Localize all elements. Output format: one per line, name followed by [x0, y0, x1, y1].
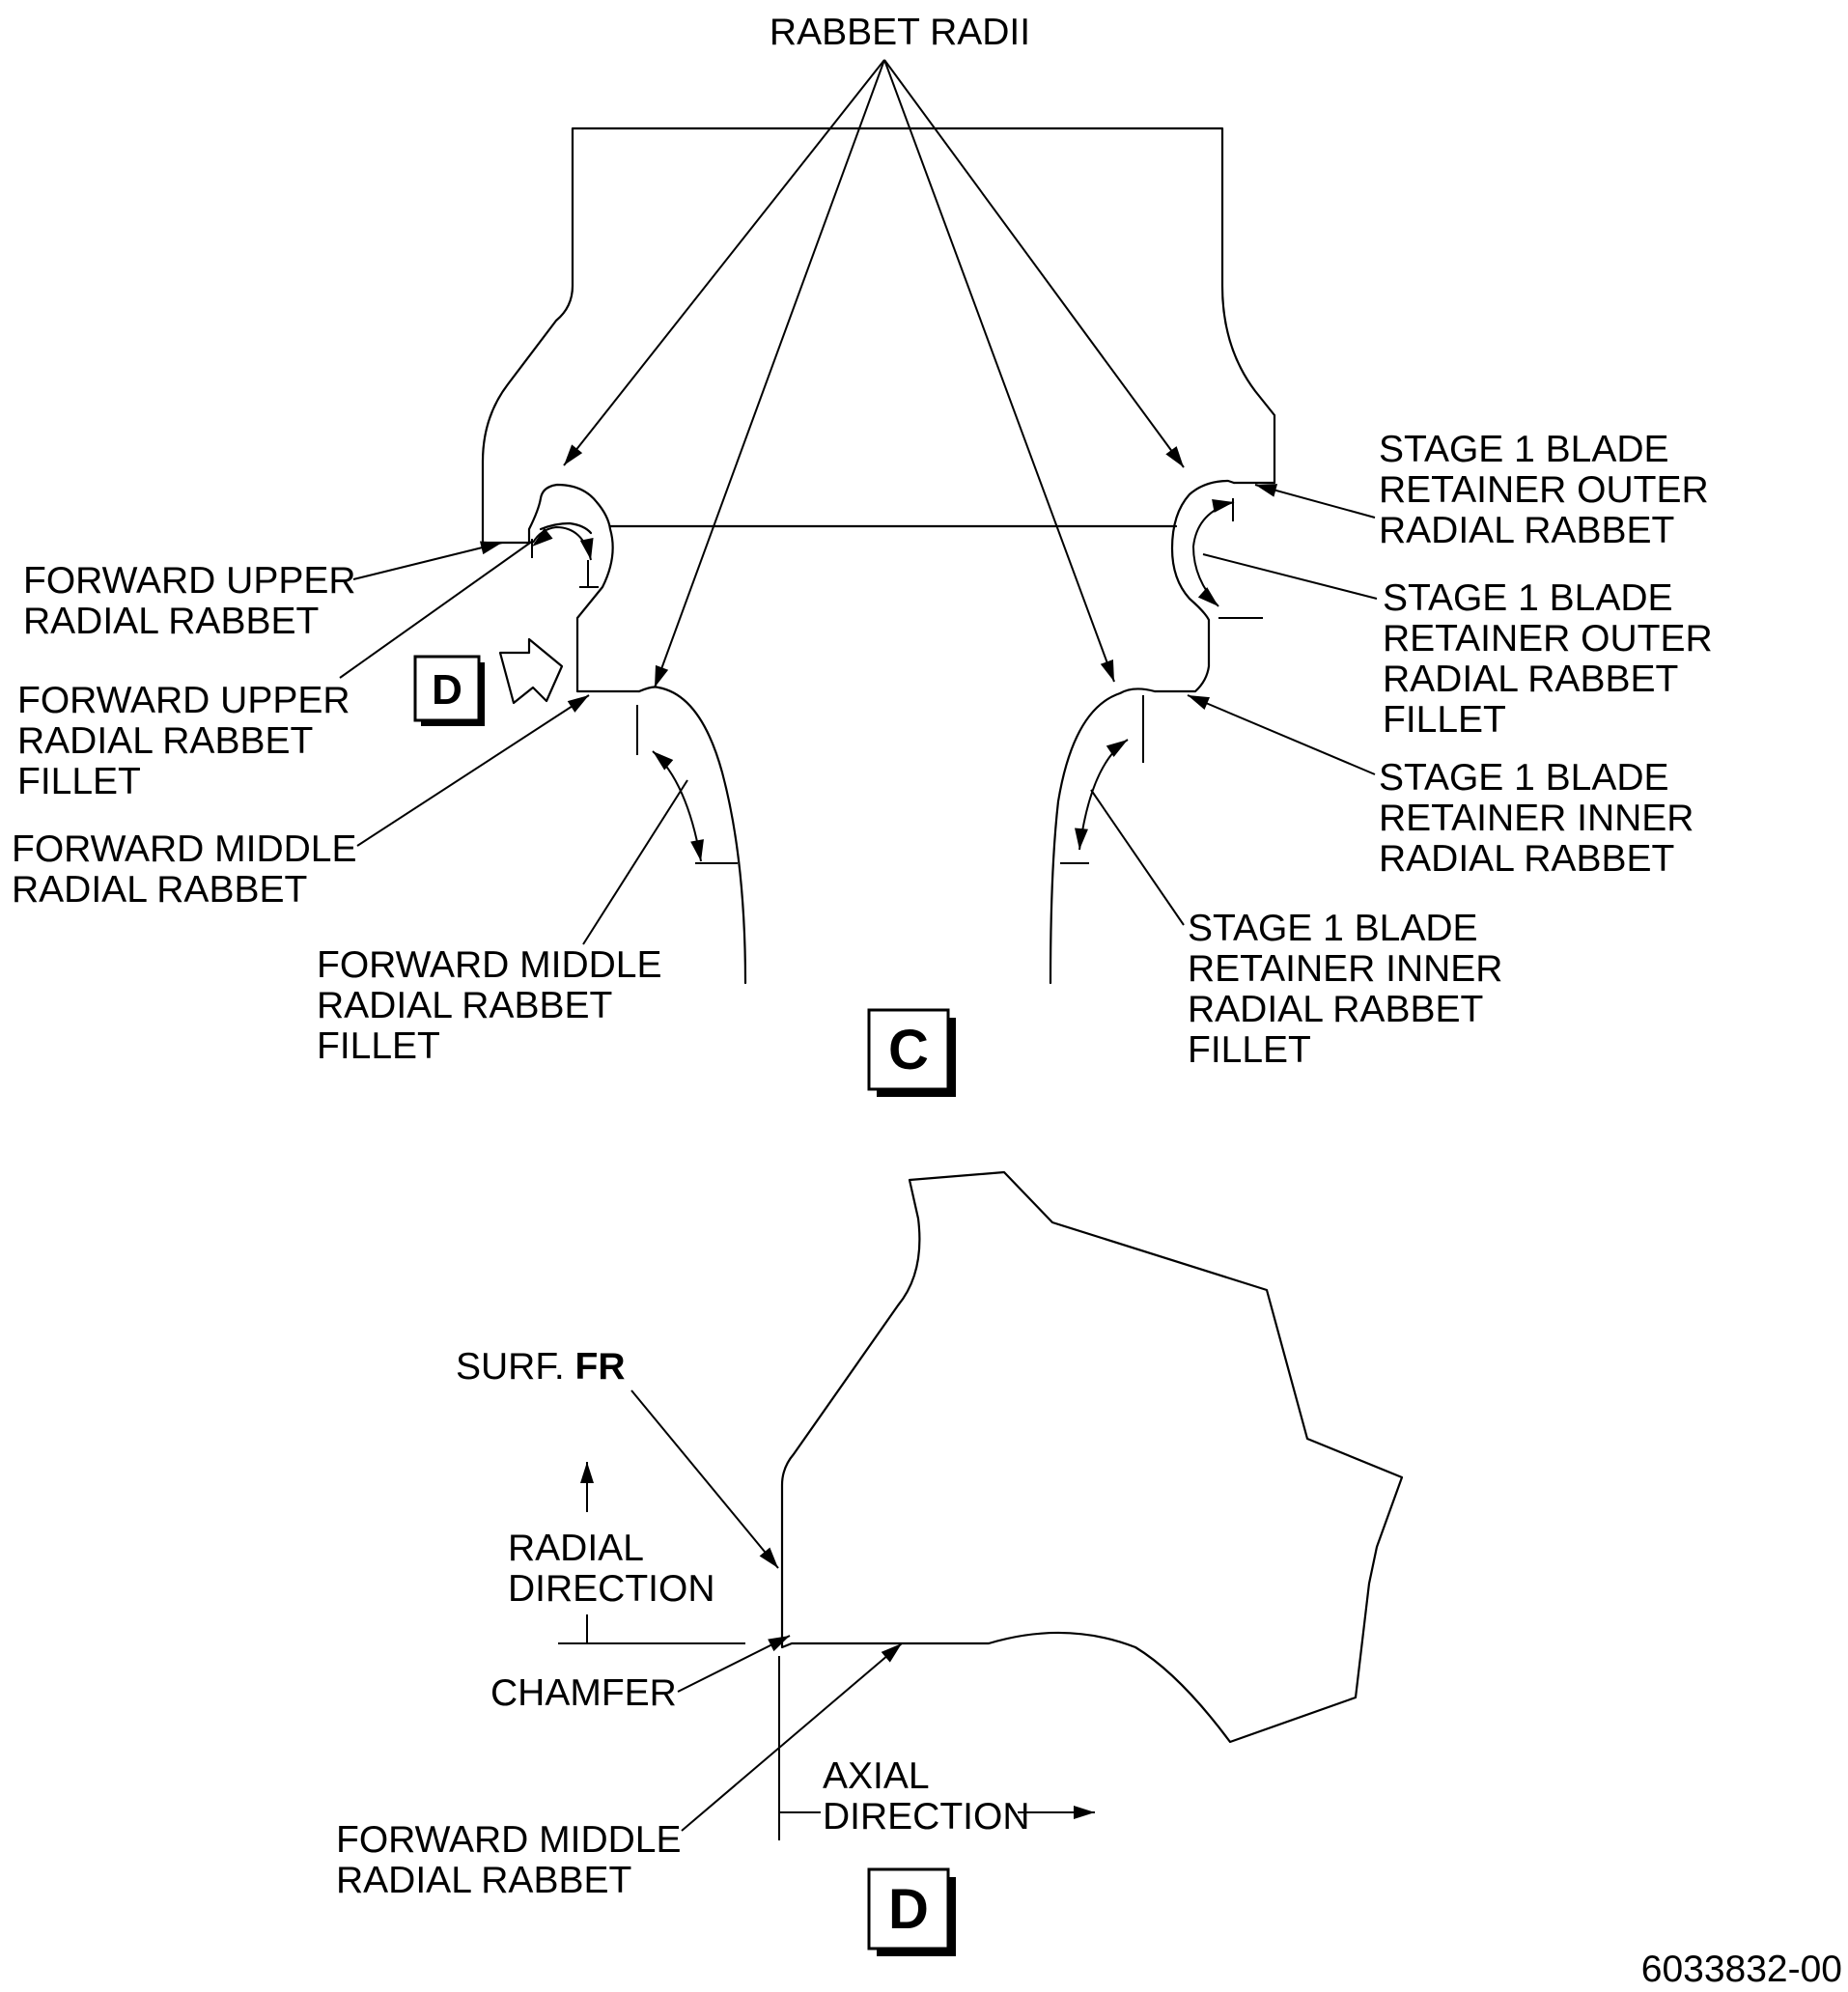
view-direction-arrow-icon: [498, 637, 564, 705]
arrowhead-icon: [1188, 695, 1210, 711]
arrowhead-icon: [759, 1547, 778, 1568]
arrowhead-icon: [479, 541, 502, 555]
figure-id: 6033832-00: [1641, 1949, 1842, 1990]
surf-fr-label: SURF. FR: [456, 1346, 626, 1388]
s1-inner-rabbet-leader: [1187, 694, 1376, 775]
view-c-title: C: [867, 1008, 956, 1097]
arrowhead-icon: [690, 839, 704, 861]
arrowhead-icon: [579, 538, 594, 560]
fwd-upper-rabbet-label: FORWARD UPPER RADIAL RABBET: [23, 560, 366, 642]
axial-direction-label: AXIAL DIRECTION: [823, 1755, 1030, 1838]
s1-inner-fillet-leader: [1090, 789, 1185, 926]
arrowhead-icon: [1212, 499, 1234, 513]
view-c-part-outline: [481, 126, 1276, 985]
stage1-inner-fillet-label: STAGE 1 BLADE RETAINER INNER RADIAL RABB…: [1188, 908, 1513, 1071]
rabbet-radii-leader-4: [883, 59, 1185, 468]
leader-lines: [339, 59, 1378, 1832]
view-d-part-outline: [558, 1170, 1404, 1840]
svg-text:D: D: [888, 1878, 929, 1941]
rabbet-radii-leader-1: [563, 59, 885, 466]
arrowhead-icon: [1197, 587, 1218, 606]
arrowhead-icon: [1165, 446, 1184, 467]
arrowhead-icon: [567, 695, 589, 713]
view-d-reference: D: [413, 637, 564, 726]
stage1-outer-rabbet-label: STAGE 1 BLADE RETAINER OUTER RADIAL RABB…: [1379, 429, 1719, 551]
arrowhead-icon: [768, 1636, 790, 1652]
surf-fr-leader: [630, 1389, 779, 1569]
chamfer-label: CHAMFER: [490, 1672, 677, 1714]
fwd-middle-fillet-label: FORWARD MIDDLE RADIAL RABBET FILLET: [317, 944, 672, 1067]
rabbet-radii-leader-3: [883, 59, 1115, 683]
fwd-middle-rabbet-label: FORWARD MIDDLE RADIAL RABBET: [12, 828, 367, 911]
view-d-title: D: [867, 1867, 956, 1956]
fwd-middle-rabbet-leader: [356, 694, 590, 847]
svg-text:C: C: [888, 1019, 929, 1081]
arrowhead-icon: [1255, 484, 1278, 497]
arrowhead-icon: [1075, 828, 1088, 850]
stage1-outer-fillet-label: STAGE 1 BLADE RETAINER OUTER RADIAL RABB…: [1383, 577, 1722, 741]
arrowhead-icon: [1106, 740, 1128, 758]
arrowhead-icon: [881, 1643, 902, 1663]
arrowhead-icon: [1074, 1806, 1095, 1819]
arrowhead-icon: [580, 1462, 594, 1483]
arrowhead-icon: [655, 664, 669, 687]
fwd-middle-rabbet-d-label: FORWARD MIDDLE RADIAL RABBET: [336, 1819, 691, 1901]
arrowhead-icon: [1100, 659, 1114, 682]
fwd-upper-rabbet-leader: [352, 542, 503, 580]
stage1-inner-rabbet-label: STAGE 1 BLADE RETAINER INNER RADIAL RABB…: [1379, 757, 1704, 880]
fwd-upper-fillet-leader: [339, 540, 534, 679]
svg-text:D: D: [432, 666, 462, 714]
arrowhead-icon: [653, 751, 674, 771]
arrowhead-icon: [564, 444, 583, 465]
radial-direction-label: RADIAL DIRECTION: [508, 1528, 715, 1610]
fwd-middle-fillet-leader: [582, 779, 688, 945]
fwd-middle-rabbet-d-leader: [681, 1642, 903, 1832]
rabbet-radii-label: RABBET RADII: [770, 12, 1030, 53]
s1-outer-fillet-leader: [1202, 553, 1378, 600]
arrowhead-icon: [532, 527, 553, 547]
rabbet-radii-leader-2: [654, 59, 885, 688]
fwd-upper-fillet-label: FORWARD UPPER RADIAL RABBET FILLET: [17, 680, 360, 802]
